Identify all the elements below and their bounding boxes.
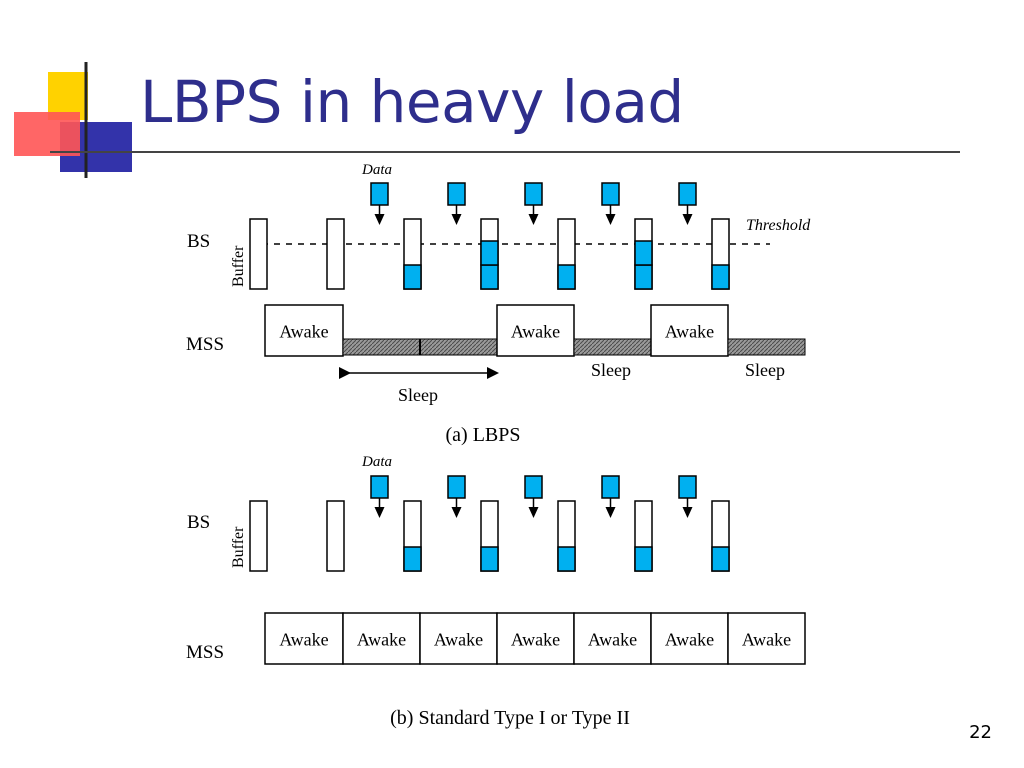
buffer-data-unit — [557, 264, 576, 290]
mss-awake-label: Awake — [357, 630, 406, 650]
panel-a-mss-timeline: Awake Awake Awake — [264, 304, 806, 357]
mss-awake-period — [573, 612, 652, 665]
buffer-data-unit — [480, 264, 499, 290]
panel-b-caption: (b) Standard Type I or Type II — [390, 707, 630, 729]
mss-awake-label: Awake — [511, 630, 560, 650]
mss-awake-period — [419, 612, 498, 665]
buffer-data-unit — [403, 264, 422, 290]
mss-awake-label: Awake — [279, 322, 328, 342]
sleep-label-3: Sleep — [745, 360, 785, 380]
panel-b-data-label: Data — [361, 454, 392, 470]
mss-awake-period — [650, 612, 729, 665]
buffer-column — [326, 218, 345, 290]
mss-awake-period — [496, 612, 575, 665]
arrival-arrowhead — [451, 214, 462, 225]
panel-b-bs-label: BS — [187, 512, 210, 533]
panel-a-bs-label: BS — [187, 231, 210, 252]
data-packet — [601, 182, 620, 206]
arrival-arrowhead — [605, 507, 616, 518]
arrival-arrowhead — [682, 507, 693, 518]
panel-a-buffers — [249, 218, 730, 290]
buffer-data-unit — [634, 264, 653, 290]
page-number: 22 — [969, 722, 992, 743]
buffer-data-unit — [634, 240, 653, 266]
data-packet — [601, 475, 620, 499]
panel-a-caption: (a) LBPS — [446, 424, 521, 446]
panel-b-data-arrivals — [370, 475, 697, 518]
panel-b-buffer-label: Buffer — [230, 526, 247, 568]
mss-awake-label: Awake — [511, 322, 560, 342]
buffer-data-unit — [634, 546, 653, 572]
data-packet — [370, 182, 389, 206]
title-decoration — [14, 62, 960, 178]
mss-awake-period — [496, 304, 575, 357]
buffer-column — [326, 500, 345, 572]
mss-sleep-period — [419, 338, 498, 356]
deco-red-square — [14, 112, 80, 156]
arrival-arrowhead — [451, 507, 462, 518]
buffer-data-unit — [403, 546, 422, 572]
arrival-arrowhead — [374, 214, 385, 225]
mss-sleep-period — [342, 338, 421, 356]
data-packet — [370, 475, 389, 499]
panel-a-data-arrivals — [370, 182, 697, 225]
arrival-arrowhead — [374, 507, 385, 518]
data-packet — [524, 475, 543, 499]
panel-a-mss-label: MSS — [186, 334, 224, 355]
mss-awake-label: Awake — [742, 630, 791, 650]
panel-a-threshold-label: Threshold — [746, 217, 811, 234]
mss-awake-label: Awake — [588, 630, 637, 650]
panel-b-mss-timeline: Awake Awake Awake Awake Awake Awake Awake — [264, 612, 806, 665]
data-packet — [447, 475, 466, 499]
mss-sleep-period — [727, 338, 806, 356]
sleep-label-2: Sleep — [591, 360, 631, 380]
buffer-data-unit — [480, 546, 499, 572]
mss-awake-period — [650, 304, 729, 357]
data-packet — [678, 475, 697, 499]
sleep-span-label: Sleep — [398, 385, 438, 405]
mss-awake-period — [264, 612, 344, 665]
buffer-column — [249, 218, 268, 290]
data-packet — [447, 182, 466, 206]
mss-awake-label: Awake — [665, 630, 714, 650]
mss-awake-period — [727, 612, 806, 665]
arrival-arrowhead — [528, 214, 539, 225]
mss-awake-label: Awake — [665, 322, 714, 342]
buffer-data-unit — [711, 546, 730, 572]
mss-sleep-period — [573, 338, 652, 356]
panel-a-buffer-label: Buffer — [230, 245, 247, 287]
panel-a-data-label: Data — [361, 162, 392, 178]
slide-title: LBPS in heavy load — [140, 68, 684, 136]
mss-awake-period — [264, 304, 344, 357]
mss-awake-period — [342, 612, 421, 665]
mss-awake-label: Awake — [279, 630, 328, 650]
arrival-arrowhead — [682, 214, 693, 225]
panel-b-mss-label: MSS — [186, 642, 224, 663]
arrival-arrowhead — [528, 507, 539, 518]
buffer-column — [249, 500, 268, 572]
buffer-data-unit — [480, 240, 499, 266]
data-packet — [678, 182, 697, 206]
mss-awake-label: Awake — [434, 630, 483, 650]
arrival-arrowhead — [605, 214, 616, 225]
panel-b-buffers — [249, 500, 730, 572]
data-packet — [524, 182, 543, 206]
buffer-data-unit — [711, 264, 730, 290]
buffer-data-unit — [557, 546, 576, 572]
